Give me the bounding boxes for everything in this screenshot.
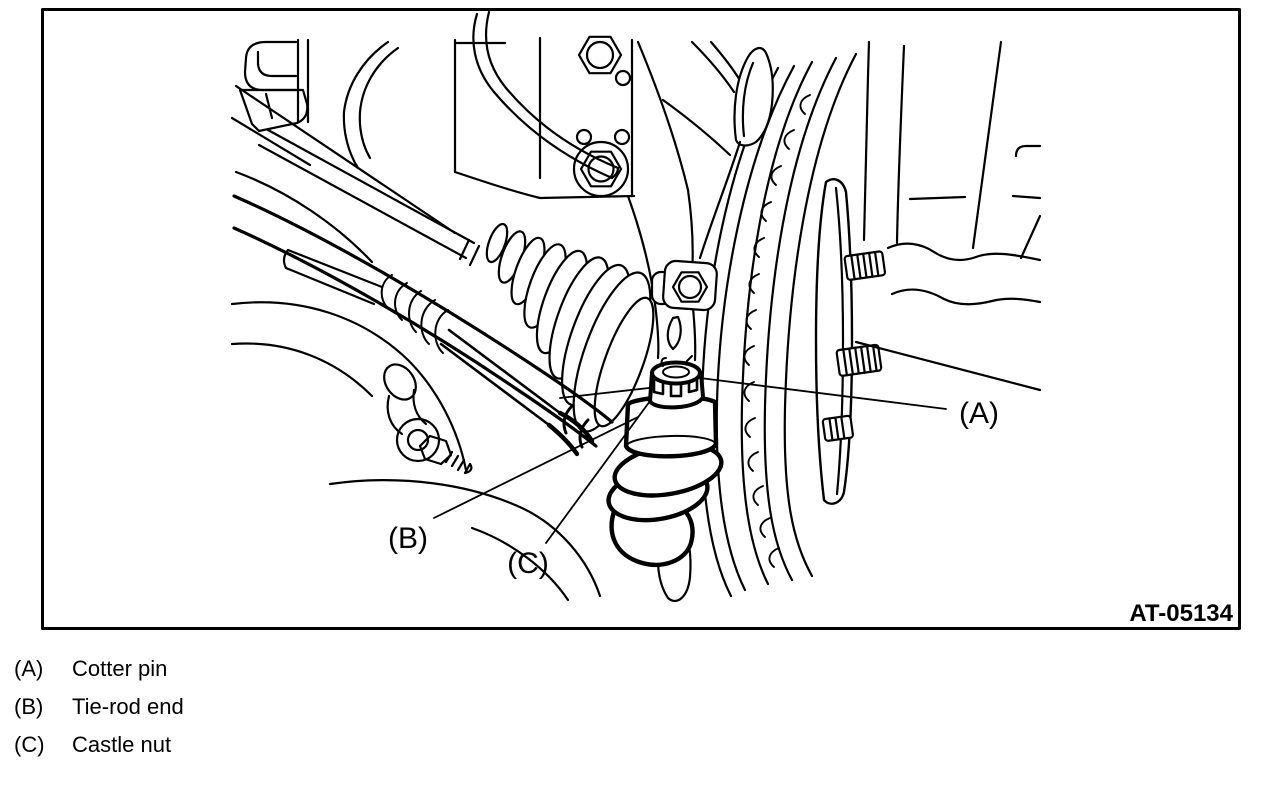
rotor-vent-marks (743, 94, 811, 568)
background-line (559, 387, 650, 399)
stabilizer-link (383, 363, 473, 475)
figure-border (41, 8, 1241, 630)
legend-label-a: Cotter pin (72, 656, 168, 681)
cotter-pin (660, 355, 693, 379)
body-panel-lines (854, 40, 1042, 392)
legend: (A) Cotter pin (B) Tie-rod end (C) Castl… (14, 656, 184, 770)
control-arm (230, 301, 602, 602)
legend-item-b: (B) Tie-rod end (14, 694, 184, 732)
legend-key-a: (A) (14, 656, 44, 681)
figure-code: AT-05134 (1129, 600, 1233, 627)
legend-key-c: (C) (14, 732, 45, 757)
brake-hose (472, 10, 620, 180)
knuckle-bolts (572, 35, 632, 198)
legend-item-a: (A) Cotter pin (14, 656, 184, 694)
axle-shaft (257, 128, 481, 267)
splash-shield-top (698, 47, 774, 260)
callout-c-leader (545, 400, 651, 544)
callout-b-leader (433, 416, 639, 519)
tie-rod-end (546, 394, 724, 567)
callout-a-label: (A) (959, 397, 999, 430)
caliper-bolt (650, 259, 718, 312)
subframe-bracket (230, 38, 457, 264)
steering-knuckle (453, 36, 746, 362)
steering-rack (282, 248, 562, 427)
callout-b-label: (B) (388, 522, 428, 555)
legend-label-b: Tie-rod end (72, 694, 184, 719)
callout-a-leader (699, 377, 947, 410)
hub-flange (814, 178, 854, 505)
legend-key-b: (B) (14, 694, 44, 719)
cv-boot (485, 222, 655, 433)
callout-c-label: (C) (507, 547, 549, 580)
wheel-studs (821, 250, 887, 442)
castle-nut (648, 355, 705, 410)
legend-label-c: Castle nut (72, 732, 172, 757)
callout-leaders (433, 377, 947, 544)
legend-item-c: (C) Castle nut (14, 732, 184, 770)
